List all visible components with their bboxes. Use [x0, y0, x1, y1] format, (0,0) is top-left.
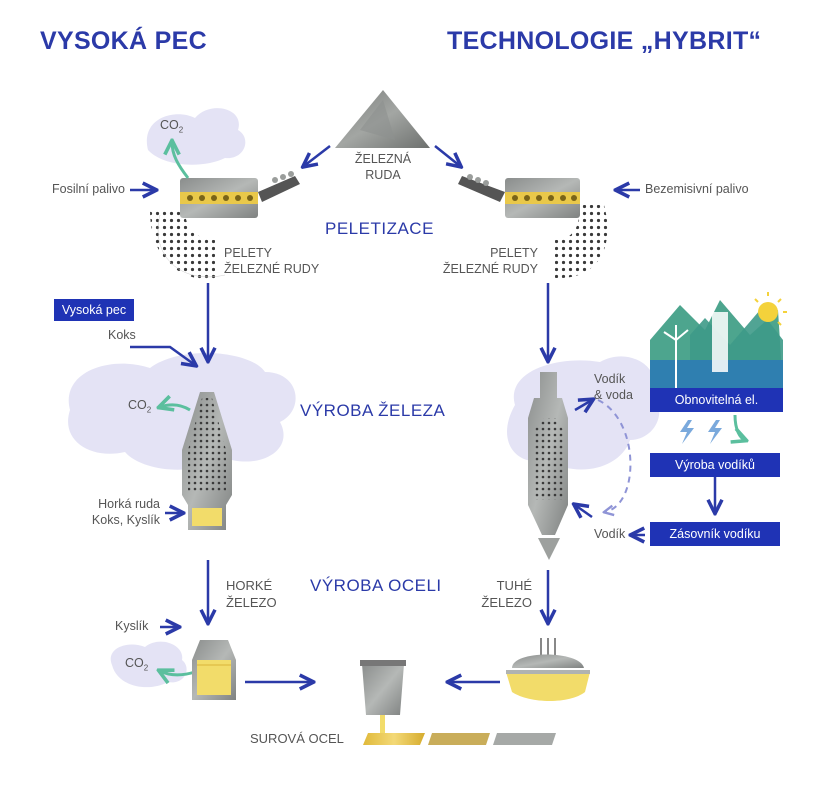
co2-arrow-furnace: [160, 405, 191, 410]
recycle-loop: [597, 399, 632, 512]
label-hydrogen: Vodík: [594, 527, 626, 541]
title-hybrit: TECHNOLOGIE „HYBRIT“: [447, 27, 762, 55]
pelletizer-right: [458, 174, 608, 279]
label-co2-top: CO2: [160, 118, 184, 135]
label-ore-2: RUDA: [365, 168, 401, 182]
arrow-renewable-to-h2: [735, 414, 745, 440]
box-h2-storage: Zásovník vodíku: [650, 522, 780, 546]
label-co2-furnace: CO2: [128, 398, 152, 415]
label-solid-iron-2: ŽELEZO: [481, 595, 532, 610]
label-pellets-right-2: ŽELEZNÉ RUDY: [442, 262, 538, 276]
label-co2-bottom: CO2: [125, 656, 149, 673]
arrow-h2-water-out: [574, 400, 592, 410]
label-hot-blast-1: Horká ruda: [98, 497, 160, 511]
box-h2-production: Výroba vodíků: [650, 453, 780, 477]
renewable-landscape: [650, 292, 787, 388]
box-blast-furnace: Vysoká pec: [54, 299, 134, 321]
stage-steelmaking: VÝROBA OCELI: [310, 576, 442, 595]
label-hot-iron-1: HORKÉ: [226, 578, 273, 593]
electric-arc-furnace: [506, 638, 590, 701]
label-pellets-left-1: PELETY: [224, 246, 272, 260]
hybrit-shaft: [528, 372, 568, 560]
label-ore-1: ŽELEZNÁ: [354, 152, 412, 166]
stage-ironmaking: VÝROBA ŽELEZA: [300, 401, 446, 420]
oxygen-converter: [192, 640, 236, 700]
label-oxygen: Kyslík: [115, 619, 149, 633]
arrow-ore-right: [434, 145, 460, 166]
arrow-coke: [130, 345, 195, 365]
label-crude-steel: SUROVÁ OCEL: [250, 731, 344, 746]
co2-arrow-top: [172, 142, 190, 179]
box-renewable: Obnovitelná el.: [650, 388, 783, 412]
pelletizer-left: [150, 171, 300, 280]
steel-slabs: [363, 733, 556, 745]
label-fossil-free-fuel: Bezemisivní palivo: [645, 182, 749, 196]
label-solid-iron-1: TUHÉ: [496, 578, 532, 593]
stage-pelletizing: PELETIZACE: [325, 219, 434, 238]
arrow-ore-left: [304, 145, 331, 166]
iron-ore-pile: [335, 90, 430, 148]
furnace-cloud: [68, 352, 296, 470]
co2-cloud-bottom: [110, 641, 187, 688]
label-coke: Koks: [108, 328, 136, 342]
title-blast-furnace: VYSOKÁ PEC: [40, 27, 207, 55]
arrow-h2-in: [575, 505, 593, 517]
label-hot-blast-2: Koks, Kyslík: [91, 513, 160, 527]
blast-furnace: [182, 392, 232, 530]
label-h2-water-1: Vodík: [594, 372, 626, 386]
ladle: [360, 660, 406, 733]
label-pellets-left-2: ŽELEZNÉ RUDY: [224, 262, 320, 276]
label-hot-iron-2: ŽELEZO: [226, 595, 277, 610]
co2-cloud-top: [146, 108, 246, 165]
label-fossil-fuel: Fosilní palivo: [52, 182, 125, 196]
label-h2-water-2: & voda: [594, 388, 633, 402]
lightning-icon: [680, 420, 722, 444]
label-pellets-right-1: PELETY: [490, 246, 538, 260]
